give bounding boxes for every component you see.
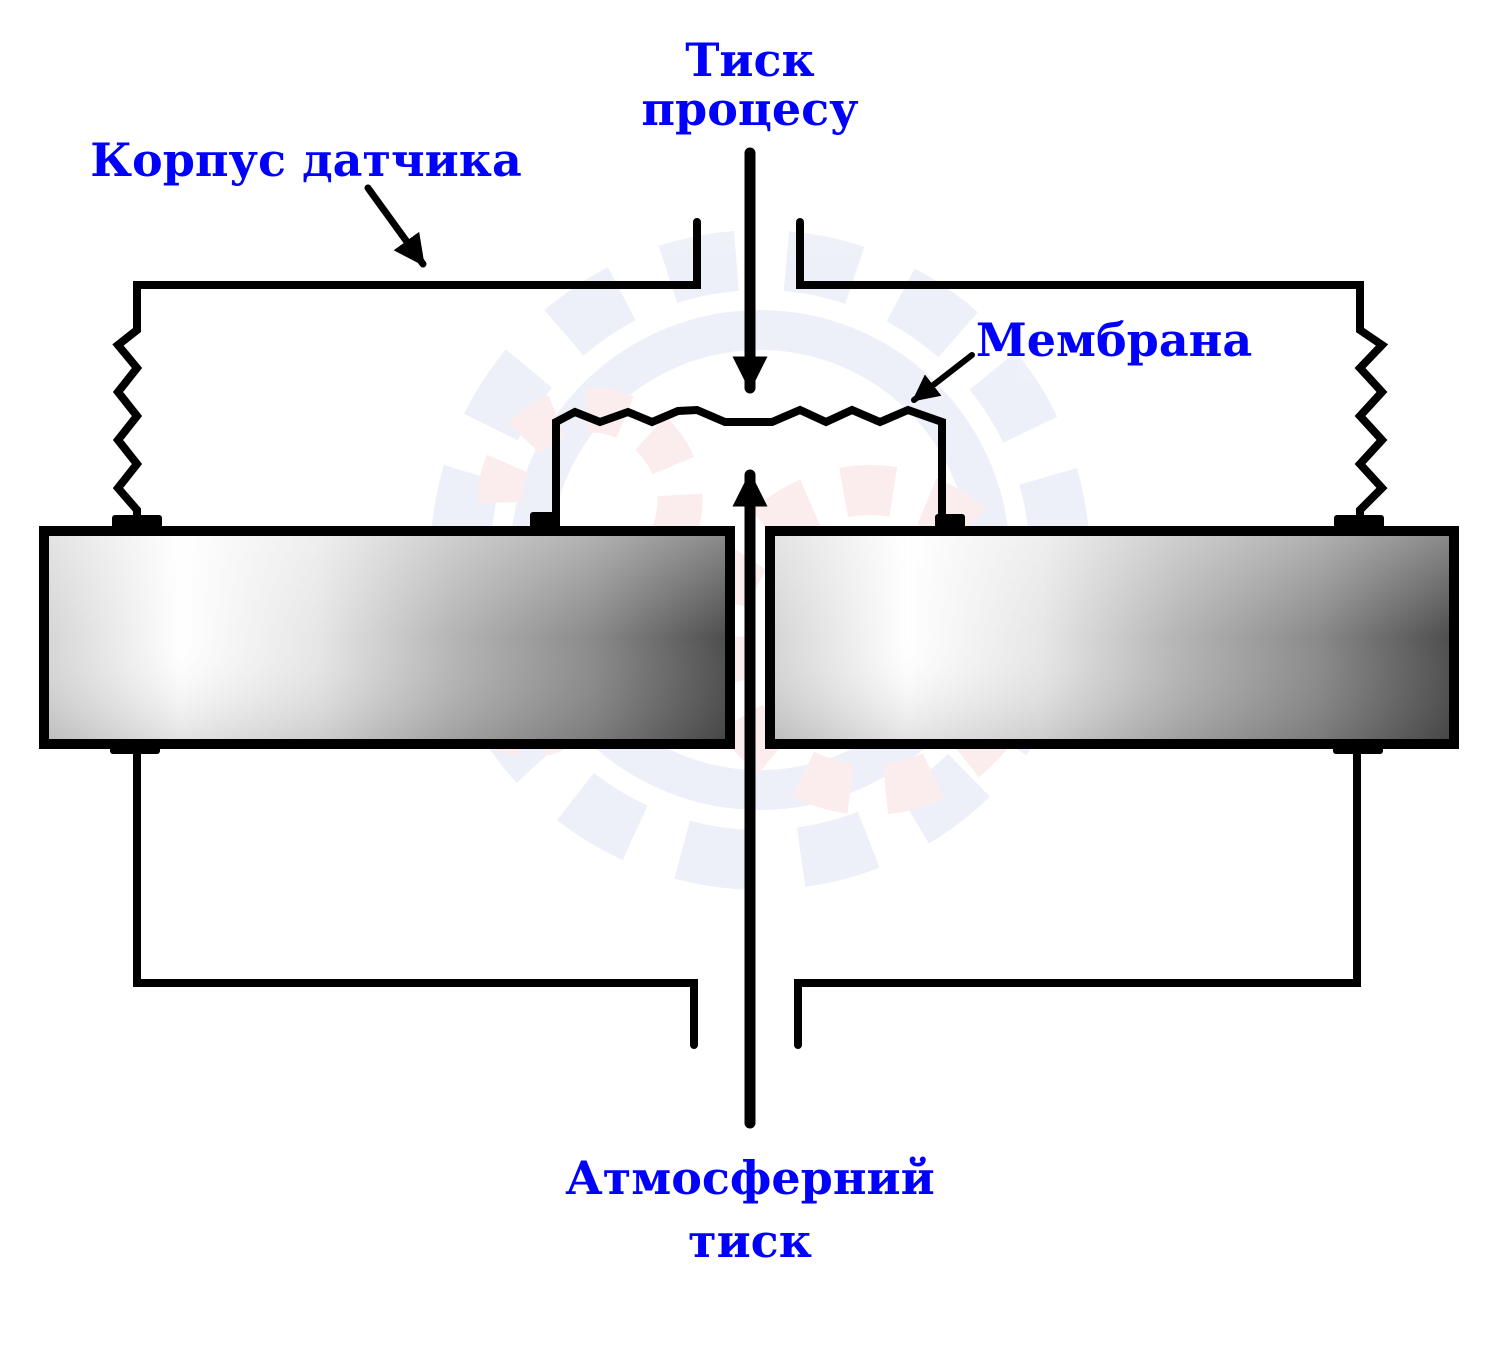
upper-housing-left [112, 218, 701, 526]
membrane-label: Мембрана [976, 313, 1252, 367]
membrane-pointer-arrow [911, 352, 975, 403]
atmospheric-pressure-label-line1: Атмосферний [565, 1151, 934, 1205]
lower-housing-left [133, 744, 698, 1049]
process-pressure-label-line1: Тиск [685, 33, 815, 87]
base-plate-right [765, 526, 1459, 749]
atmospheric-pressure-label-line2: тиск [688, 1214, 812, 1268]
sensor-body-label: Корпус датчика [90, 133, 522, 187]
process-pressure-label-line2: процесу [641, 82, 858, 136]
upper-housing-right [796, 218, 1389, 526]
sensor-body-pointer-arrow [364, 184, 427, 268]
lower-housing-right [794, 744, 1361, 1049]
membrane [552, 405, 946, 528]
base-plate-left [39, 526, 735, 749]
